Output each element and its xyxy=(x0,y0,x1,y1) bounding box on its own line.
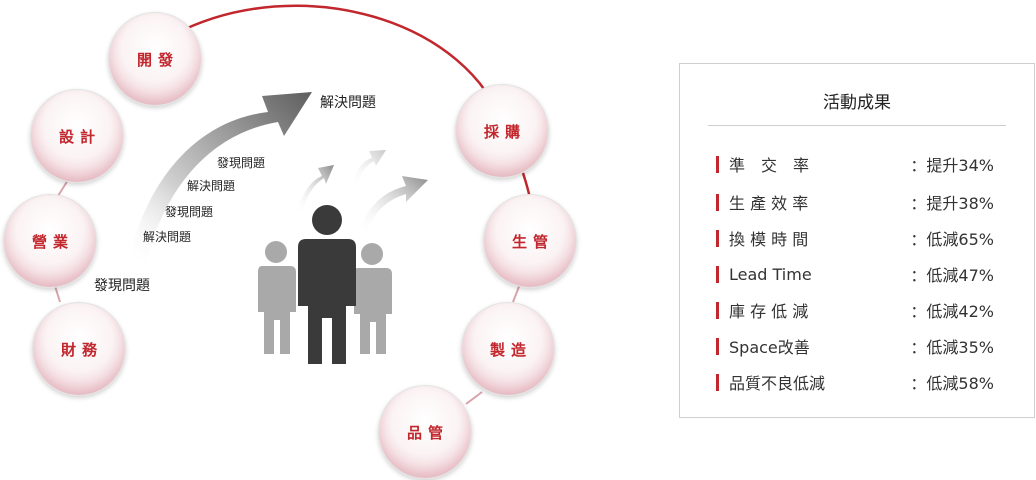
connector-left-3 xyxy=(54,285,61,303)
result-label: 庫 存 低 減 xyxy=(729,302,809,321)
result-label: 準 交 率 xyxy=(729,156,810,175)
node-design: 設計 xyxy=(30,89,124,183)
results-panel: 活動成果 準 交 率 ：提升34% 生 產 效 率 ：提升38% 換 模 時 間… xyxy=(679,63,1035,418)
label-find-2: 發現問題 xyxy=(165,205,214,219)
result-row: Lead Time ：低減47% xyxy=(716,263,994,285)
connector-left-2 xyxy=(57,179,69,197)
big-arrow-icon xyxy=(128,92,312,262)
result-label: 生 產 效 率 xyxy=(729,194,809,213)
result-row: 生 產 效 率 ：提升38% xyxy=(716,191,994,213)
result-value: ：低減35% xyxy=(910,338,994,357)
people-icon xyxy=(258,205,392,364)
small-arrow-mid-icon xyxy=(352,150,386,187)
result-value: ：低減58% xyxy=(910,374,994,393)
node-production-control: 生管 xyxy=(483,194,577,288)
divider xyxy=(708,125,1006,126)
node-manufacturing: 製造 xyxy=(461,302,555,396)
connector-right-2 xyxy=(465,391,483,405)
result-value: ：提升34% xyxy=(910,156,994,175)
result-value: ：低減47% xyxy=(910,266,994,285)
result-value: ：低減42% xyxy=(910,302,994,321)
small-arrow-right-icon xyxy=(360,176,428,234)
node-purchasing: 採購 xyxy=(455,84,549,178)
node-finance: 財務 xyxy=(32,302,126,396)
small-arrow-left-icon xyxy=(297,165,334,214)
result-label: 品質不良低減 xyxy=(729,374,826,393)
label-find-bottom: 發現問題 xyxy=(94,278,150,294)
bullet-bar xyxy=(716,229,719,247)
label-solve-1: 解決問題 xyxy=(187,179,236,193)
bullet-bar xyxy=(716,337,719,355)
label-find-1: 發現問題 xyxy=(217,156,266,170)
result-row: Space改善 ：低減35% xyxy=(716,335,994,357)
result-row: 準 交 率 ：提升34% xyxy=(716,153,994,175)
result-label: Lead Time xyxy=(729,264,812,284)
node-development: 開發 xyxy=(108,12,202,106)
node-quality-control: 品管 xyxy=(378,385,472,479)
result-row: 換 模 時 間 ：低減65% xyxy=(716,227,994,249)
bullet-bar xyxy=(716,265,719,283)
label-solve-2: 解決問題 xyxy=(143,230,192,244)
bullet-bar xyxy=(716,301,719,319)
result-value: ：低減65% xyxy=(910,230,994,249)
node-sales: 營業 xyxy=(3,194,97,288)
connector-right-1 xyxy=(512,283,521,303)
result-row: 品質不良低減 ：低減58% xyxy=(716,371,994,393)
result-value: ：提升38% xyxy=(910,194,994,213)
bullet-bar xyxy=(716,155,719,173)
result-row: 庫 存 低 減 ：低減42% xyxy=(716,299,994,321)
result-label: Space改善 xyxy=(729,338,810,357)
results-panel-title: 活動成果 xyxy=(823,93,891,113)
bullet-bar xyxy=(716,193,719,211)
result-label: 換 模 時 間 xyxy=(729,230,809,249)
bullet-bar xyxy=(716,373,719,391)
label-solve-top: 解決問題 xyxy=(320,95,376,111)
